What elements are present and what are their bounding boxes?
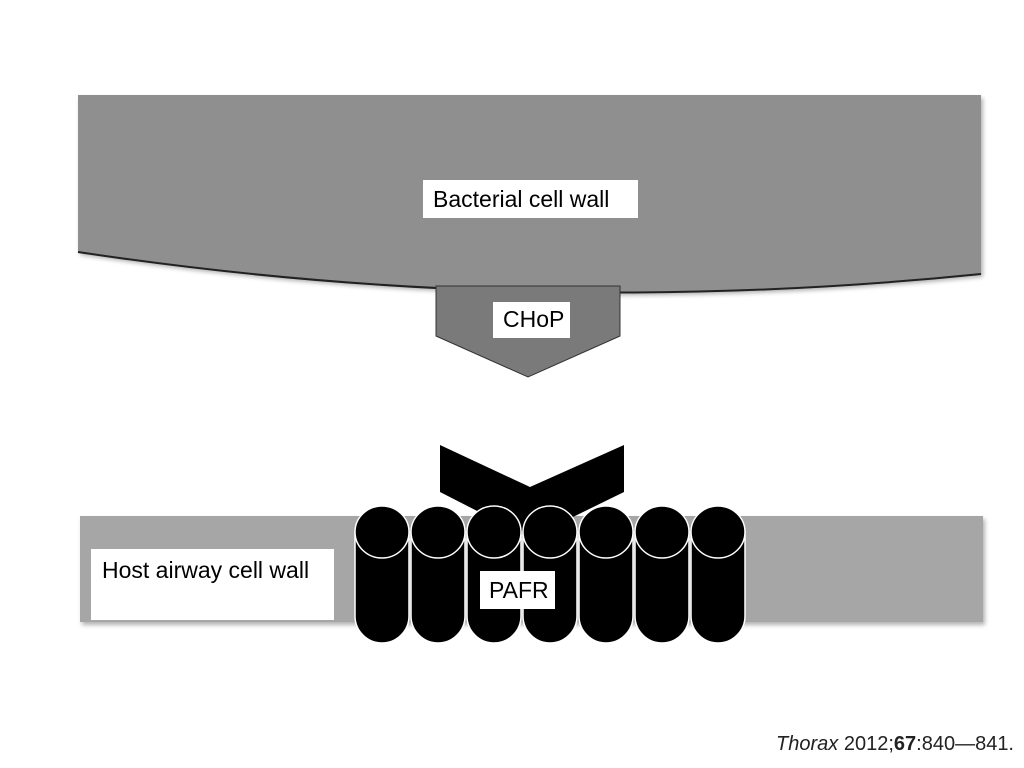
receptor-cylinder-1: [354, 505, 410, 644]
bacterial-cell-wall-label: Bacterial cell wall: [423, 180, 638, 218]
citation-journal: Thorax: [776, 733, 839, 755]
chop-label: CHoP: [493, 302, 570, 338]
host-airway-cell-wall-label: Host airway cell wall: [91, 549, 334, 620]
citation-volume: 67: [893, 733, 917, 755]
citation-pages: :840—841.: [916, 733, 1014, 755]
receptor-cylinder-2: [410, 505, 466, 644]
citation: Thorax 2012;67:840—841.: [776, 733, 1014, 756]
pafr-label: PAFR: [480, 571, 555, 609]
receptor-cylinder-5: [578, 505, 634, 644]
pafr-receptor: [354, 505, 746, 644]
receptor-cylinder-6: [634, 505, 690, 644]
receptor-cylinder-7: [690, 505, 746, 644]
citation-year: 2012;: [843, 733, 894, 755]
